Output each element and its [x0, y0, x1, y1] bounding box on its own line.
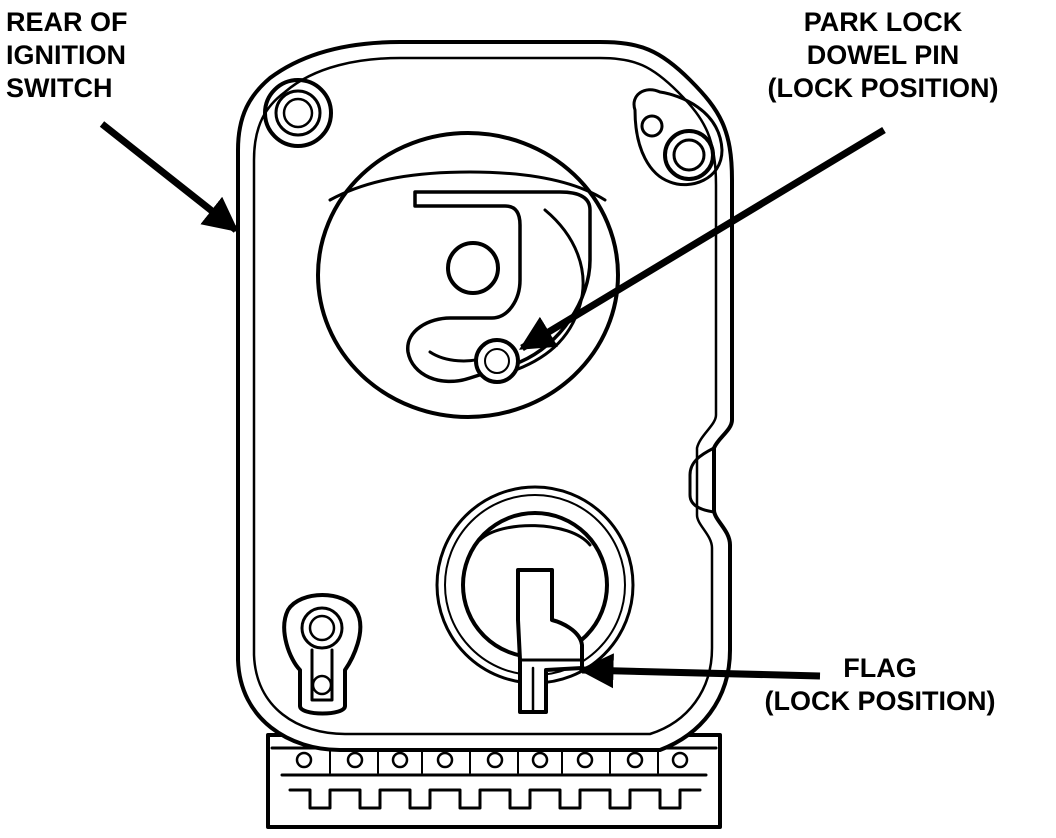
mount-hole-top-right [632, 88, 724, 187]
mount-keyhole-bottom-left [282, 593, 363, 716]
label-line: SWITCH [6, 73, 113, 103]
arrow-park-lock-dowel-pin [519, 127, 886, 351]
arrow-rear-of-switch [99, 121, 239, 233]
label-line: (LOCK POSITION) [764, 686, 996, 716]
label-flag: FLAG (LOCK POSITION) [730, 652, 1030, 718]
label-rear-of-ignition-switch: REAR OF IGNITION SWITCH [6, 6, 128, 105]
park-lock-dowel-pin [474, 338, 520, 384]
label-line: DOWEL PIN [806, 40, 960, 70]
label-line: PARK LOCK [803, 7, 963, 37]
flag [516, 568, 584, 714]
mount-hole-top-left [263, 78, 333, 148]
arrow-flag [578, 653, 821, 689]
label-line: REAR OF [6, 7, 128, 37]
upper-cam-cylinder [316, 131, 620, 419]
label-line: (LOCK POSITION) [767, 73, 999, 103]
label-line: FLAG [843, 653, 917, 683]
label-line: IGNITION [6, 40, 126, 70]
switch-housing [236, 40, 734, 752]
label-park-lock-dowel-pin: PARK LOCK DOWEL PIN (LOCK POSITION) [736, 6, 1030, 105]
